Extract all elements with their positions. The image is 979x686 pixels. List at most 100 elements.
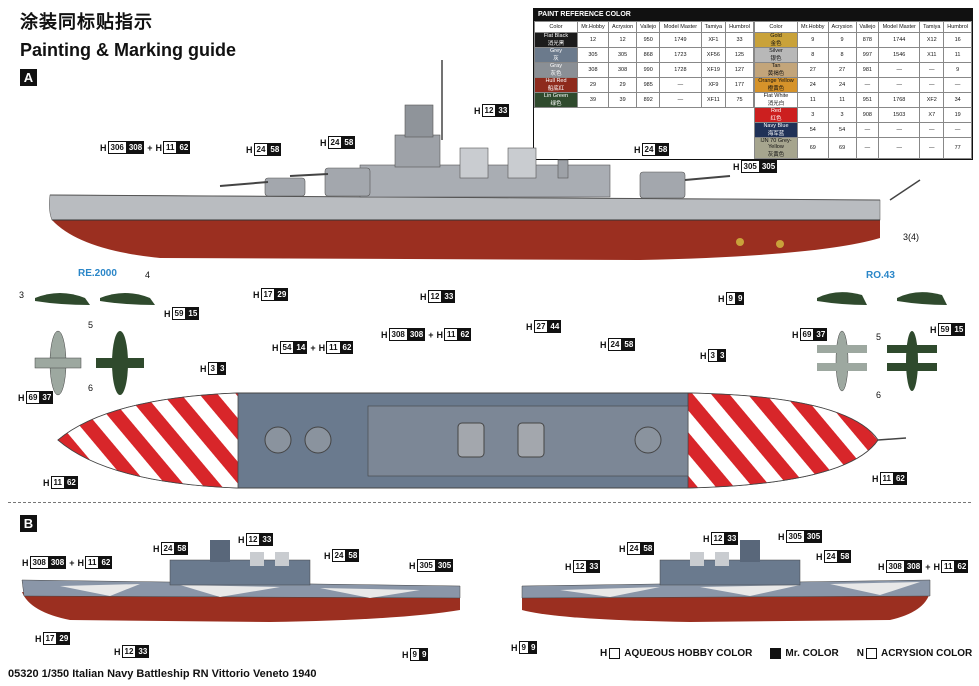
paint-col-header: Color [754, 21, 798, 33]
paint-swatch: IJN 70 Grey-Yellow 灰黄色 [754, 137, 798, 159]
paint-color-name-cn: 黄褐色 [767, 71, 785, 77]
paint-color-name: Tan [771, 63, 781, 69]
paint-color-name-cn: 橙黄色 [767, 86, 785, 92]
paint-col-header: Tamiya [919, 21, 945, 33]
legend-h-letter: H [600, 648, 608, 659]
bow-air-recognition-stripes [57, 392, 239, 489]
legend-n-label: ACRYSION COLOR [880, 648, 973, 659]
paint-swatch: Tan 黄褐色 [754, 62, 798, 78]
paint-col-header: Humbrol [725, 21, 754, 33]
paint-cell-hu: 9 [943, 62, 972, 78]
paint-cell-mh: 69 [797, 137, 829, 159]
paint-color-name: Red [770, 108, 782, 114]
paint-col-header: Mr.Hobby [797, 21, 829, 33]
callout-3: 3 [19, 290, 25, 300]
paint-color-name-cn: 金色 [770, 41, 782, 47]
paint-color-name: Navy Blue [763, 123, 789, 129]
aircraft-ro43-views [817, 292, 947, 392]
callout-4: 4 [145, 270, 151, 280]
paint-cell-hu: — [943, 77, 972, 93]
side-view-ship-a [49, 60, 921, 260]
paint-color-name-cn: 灰黄色 [767, 152, 785, 158]
paint-color-name: Gold [770, 33, 782, 39]
paint-col-header: Humbrol [943, 21, 972, 33]
paint-cell-mh: 9 [797, 32, 829, 48]
paint-cell-hu: 19 [943, 107, 972, 123]
paint-cell-va: 892 [636, 92, 661, 108]
side-view-ship-b-starboard [21, 540, 461, 622]
paint-cell-ac: 69 [827, 137, 857, 159]
callout-6-ro43: 6 [876, 390, 882, 400]
section-b-marker: B [20, 515, 37, 532]
legend-m-icon [770, 648, 782, 659]
turret-a [264, 177, 306, 197]
paint-cell-mm: — [878, 137, 921, 159]
aircraft-re2000-views [34, 293, 155, 396]
paint-color-name-cn: 消光黑 [547, 41, 565, 47]
section-a-marker: A [20, 69, 37, 86]
paint-cell-ta: XF1 [700, 32, 727, 48]
legend-m-label: Mr. COLOR [785, 648, 839, 659]
paint-cell-hu: 33 [725, 32, 754, 48]
paint-cell-hu: 77 [943, 137, 972, 159]
paint-color-name-cn: 灰 [553, 56, 559, 62]
paint-cell-hu: — [943, 122, 972, 138]
paint-color-name-cn: 银色 [770, 56, 782, 62]
paint-color-name: IJN 70 Grey-Yellow [760, 138, 792, 150]
callout-3-4: 3(4) [903, 232, 920, 242]
paint-cell-ta: XF11 [700, 92, 727, 108]
paint-color-name-cn: 海军蓝 [767, 131, 785, 137]
legend-h-icon [609, 648, 621, 659]
label-re2000: RE.2000 [78, 268, 117, 279]
paint-cell-va: 985 [636, 77, 661, 93]
paint-color-name: Flat White [763, 93, 789, 99]
deck-view-ship [57, 392, 907, 489]
paint-color-name-cn: 灰色 [550, 71, 562, 77]
title-english: Painting & Marking guide [20, 40, 237, 60]
paint-color-name: Orange Yellow [758, 78, 794, 84]
stern-air-recognition-stripes [687, 392, 879, 489]
paint-cell-va: 950 [636, 32, 661, 48]
paint-col-header: Vallejo [855, 21, 880, 33]
paint-color-name-cn: 消光白 [767, 101, 785, 107]
paint-col-header: Model Master [878, 21, 921, 33]
paint-swatch: Orange Yellow 橙黄色 [754, 77, 798, 93]
paint-cell-ta: — [919, 137, 945, 159]
turret-b [324, 167, 371, 197]
paint-swatch: Navy Blue 海军蓝 [754, 122, 798, 138]
paint-col-header: Color [534, 21, 578, 33]
paint-cell-mh: 12 [577, 32, 609, 48]
paint-color-name: Silver [769, 48, 783, 54]
paint-col-header: Mr.Hobby [577, 21, 609, 33]
paint-cell-hu: 16 [943, 32, 972, 48]
paint-color-name: Hull Red [545, 78, 567, 84]
conning-tower [404, 104, 434, 138]
